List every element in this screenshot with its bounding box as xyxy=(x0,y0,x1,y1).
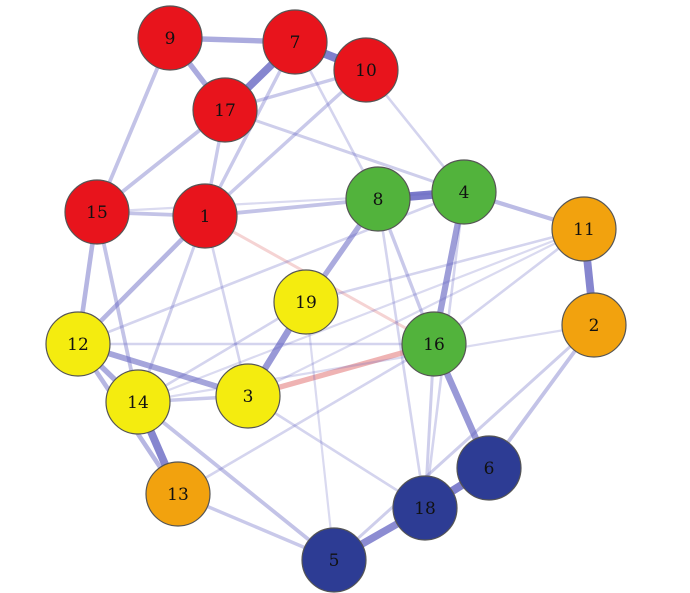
edge-16-13 xyxy=(176,342,436,496)
node-13: 13 xyxy=(145,461,211,527)
node-circle-10 xyxy=(333,37,399,103)
node-circle-3 xyxy=(215,363,281,429)
node-label-12: 12 xyxy=(67,335,89,355)
node-label-7: 7 xyxy=(290,33,301,53)
node-6: 6 xyxy=(456,435,522,501)
node-circle-1 xyxy=(172,183,238,249)
edge-1-14 xyxy=(136,214,207,404)
node-2: 2 xyxy=(561,292,627,358)
node-label-2: 2 xyxy=(589,316,600,336)
node-label-4: 4 xyxy=(459,183,470,203)
node-circle-17 xyxy=(192,77,258,143)
node-circle-14 xyxy=(105,369,171,435)
edge-3-18 xyxy=(246,394,427,510)
edge-2-5 xyxy=(332,323,596,562)
node-label-13: 13 xyxy=(167,485,189,505)
edge-11-19 xyxy=(304,227,586,304)
node-1: 1 xyxy=(172,183,238,249)
node-label-8: 8 xyxy=(373,190,384,210)
node-circle-11 xyxy=(551,196,617,262)
node-circle-8 xyxy=(345,166,411,232)
node-circle-4 xyxy=(431,159,497,225)
node-label-15: 15 xyxy=(86,203,108,223)
node-label-16: 16 xyxy=(423,335,445,355)
node-circle-15 xyxy=(64,179,130,245)
node-circle-16 xyxy=(401,311,467,377)
node-9: 9 xyxy=(137,5,203,71)
node-label-10: 10 xyxy=(355,61,377,81)
node-circle-12 xyxy=(45,311,111,377)
node-17: 17 xyxy=(192,77,258,143)
node-circle-6 xyxy=(456,435,522,501)
node-label-1: 1 xyxy=(200,207,211,227)
node-15: 15 xyxy=(64,179,130,245)
edge-2-14 xyxy=(136,323,596,404)
edge-10-1 xyxy=(203,68,368,218)
edge-19-5 xyxy=(304,300,336,562)
node-8: 8 xyxy=(345,166,411,232)
node-10: 10 xyxy=(333,37,399,103)
edge-17-4 xyxy=(223,108,466,194)
node-circle-5 xyxy=(301,527,367,593)
node-14: 14 xyxy=(105,369,171,435)
node-3: 3 xyxy=(215,363,281,429)
node-label-6: 6 xyxy=(484,459,495,479)
node-circle-7 xyxy=(262,9,328,75)
node-11: 11 xyxy=(551,196,617,262)
node-12: 12 xyxy=(45,311,111,377)
node-circle-19 xyxy=(273,269,339,335)
node-18: 18 xyxy=(392,475,458,541)
node-label-5: 5 xyxy=(329,551,340,571)
node-circle-9 xyxy=(137,5,203,71)
node-label-3: 3 xyxy=(243,387,254,407)
node-label-19: 19 xyxy=(295,293,317,313)
node-label-9: 9 xyxy=(165,29,176,49)
node-5: 5 xyxy=(301,527,367,593)
node-7: 7 xyxy=(262,9,328,75)
node-16: 16 xyxy=(401,311,467,377)
node-circle-2 xyxy=(561,292,627,358)
node-label-17: 17 xyxy=(214,101,236,121)
node-circle-18 xyxy=(392,475,458,541)
edge-11-3 xyxy=(246,227,586,398)
node-label-11: 11 xyxy=(573,220,595,240)
node-19: 19 xyxy=(273,269,339,335)
node-4: 4 xyxy=(431,159,497,225)
node-label-18: 18 xyxy=(414,499,436,519)
node-circle-13 xyxy=(145,461,211,527)
node-label-14: 14 xyxy=(127,393,149,413)
edge-14-5 xyxy=(136,400,336,562)
edge-11-14 xyxy=(136,227,586,404)
